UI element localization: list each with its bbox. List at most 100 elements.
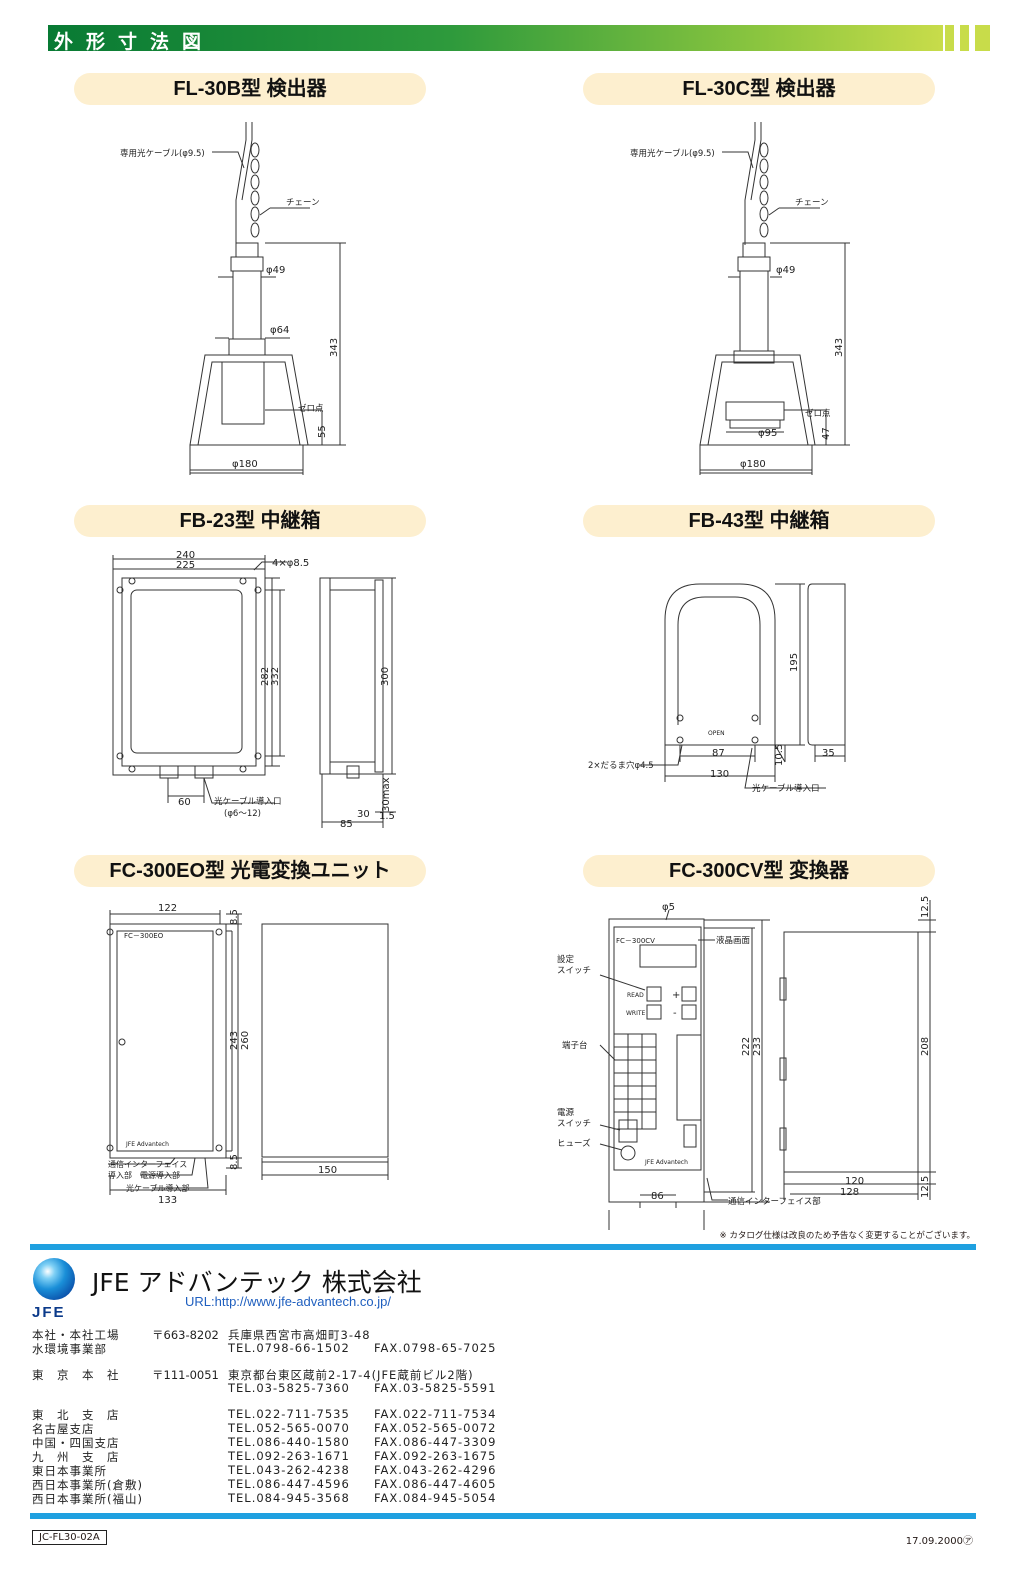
fl30b-zero-label: ゼロ点	[298, 403, 324, 414]
company-url[interactable]: URL:http://www.jfe-advantech.co.jp/	[185, 1294, 391, 1309]
office-fax: FAX.086-447-3309	[374, 1435, 497, 1449]
fc300cv-setting2-label: スイッチ	[557, 966, 591, 976]
fc300eo-optical-label: 光ケーブル導入部	[126, 1183, 190, 1193]
fc300cv-power2-label: スイッチ	[557, 1119, 591, 1129]
header-stripe	[945, 25, 954, 51]
fc300eo-w122: 122	[158, 903, 177, 914]
fb23-entry-label: 光ケーブル導入口	[214, 796, 282, 807]
fl30c-d49: φ49	[776, 265, 795, 276]
office-name: 東 北 支 店	[32, 1408, 120, 1422]
office-name: 西日本事業所(福山)	[32, 1492, 143, 1506]
office-zip: 〒663-8202	[152, 1328, 219, 1342]
office-tel: TEL.092-263-1671	[228, 1449, 350, 1463]
fl30c-h343: 343	[834, 338, 845, 357]
section-title-fl30b: FL-30B型 検出器	[74, 73, 426, 105]
fc300cv-comm-label: 通信インターフェイス部	[728, 1196, 821, 1207]
fb43-h195: 195	[789, 653, 800, 672]
fc300cv-w128: 128	[840, 1187, 859, 1198]
fc300cv-d125a: 12.5	[920, 896, 931, 918]
fl30b-d49: φ49	[266, 265, 285, 276]
office-fax: FAX.052-565-0072	[374, 1421, 497, 1435]
office-name: 東 京 本 社	[32, 1368, 120, 1382]
fb43-entry-label: 光ケーブル導入口	[752, 783, 820, 794]
office-tel: TEL.03-5825-7360	[228, 1381, 350, 1395]
fc300cv-read-label: READ	[627, 992, 644, 999]
fl30c-d95: φ95	[758, 428, 777, 439]
office-fax: FAX.043-262-4296	[374, 1463, 497, 1477]
issue-date: 17.09.2000㋐	[905, 1536, 973, 1547]
fc300cv-h208: 208	[920, 1037, 931, 1056]
fb43-d105: 10.5	[774, 744, 785, 766]
office-tel: TEL.084-945-3568	[228, 1491, 350, 1505]
fb43-w87: 87	[712, 748, 725, 759]
header-stripe	[975, 25, 990, 51]
divider-top	[30, 1244, 976, 1250]
section-title-fb23: FB-23型 中継箱	[74, 505, 426, 537]
fl30b-d180: φ180	[232, 459, 258, 470]
fc300eo-comm-label: 通信インターフェイス	[108, 1159, 187, 1169]
section-title-fb43: FB-43型 中継箱	[583, 505, 935, 537]
section-title-fc300eo: FC-300EO型 光電変換ユニット	[74, 855, 426, 887]
drawing-fc300eo	[106, 910, 389, 1195]
fc300cv-minus: -	[673, 1008, 677, 1019]
fb23-holes: 4×φ8.5	[272, 558, 309, 569]
company-name: JFE アドバンテック 株式会社	[92, 1268, 422, 1297]
fc300cv-lcd-label: 液晶画面	[716, 935, 751, 946]
office-fax: FAX.092-263-1675	[374, 1449, 497, 1463]
fl30b-chain-label: チェーン	[286, 198, 320, 208]
office-fax: FAX.0798-65-7025	[374, 1341, 497, 1355]
fb23-h332: 332	[270, 667, 281, 686]
fc300cv-d5: φ5	[662, 902, 675, 913]
fc300eo-model: FC－300EO	[124, 932, 164, 940]
fc300eo-w133: 133	[158, 1195, 177, 1206]
office-tel: TEL.043-262-4238	[228, 1463, 350, 1477]
office-name: 東日本事業所	[32, 1464, 107, 1478]
office-tel: TEL.086-447-4596	[228, 1477, 350, 1491]
spec-note: ※ カタログ仕様は改良のため予告なく変更することがございます。	[719, 1231, 975, 1241]
dimension-drawings: 専用光ケーブル(φ9.5) チェーン φ49 φ64 ゼロ点 φ180 343 …	[106, 122, 936, 1230]
fb23-w60: 60	[178, 797, 191, 808]
fl30c-chain-label: チェーン	[795, 198, 829, 208]
fc300eo-h260: 260	[240, 1031, 251, 1050]
section-title-fl30c: FL-30C型 検出器	[583, 73, 935, 105]
fl30b-d64: φ64	[270, 325, 289, 336]
fc300cv-w120: 120	[845, 1176, 864, 1187]
jfe-logo-icon	[33, 1258, 75, 1300]
fl30c-d180: φ180	[740, 459, 766, 470]
jfe-logo-text: JFE	[32, 1304, 66, 1321]
fb43-d35: 35	[822, 748, 835, 759]
fc300cv-d125b: 12.5	[920, 1176, 931, 1198]
office-zip: 〒111-0051	[152, 1368, 219, 1382]
header-stripe	[960, 25, 969, 51]
office-name: 九 州 支 店	[32, 1450, 120, 1464]
office-fax: FAX.084-945-5054	[374, 1491, 497, 1505]
section-title-fc300cv: FC-300CV型 変換器	[583, 855, 935, 887]
office-name: 中国・四国支店	[32, 1436, 120, 1450]
fc300cv-terminal-label: 端子台	[562, 1040, 588, 1051]
office-tel: TEL.0798-66-1502	[228, 1341, 350, 1355]
office-fax: FAX.03-5825-5591	[374, 1381, 497, 1395]
fb43-w130: 130	[710, 769, 729, 780]
fc300cv-power-label: 電源	[557, 1108, 575, 1118]
office-address: 東京都台東区蔵前2-17-4(JFE蔵前ビル2階)	[228, 1368, 474, 1382]
fb23-w225: 225	[176, 560, 195, 571]
fc300cv-write-label: WRITE	[626, 1010, 646, 1017]
fl30b-cable-label: 専用光ケーブル(φ9.5)	[120, 148, 205, 159]
fc300eo-brand: JFE Advantech	[125, 1141, 169, 1148]
fc300cv-w86: 86	[651, 1191, 664, 1202]
fl30c-h47: 47	[821, 427, 832, 440]
fc300cv-model: FC－300CV	[616, 937, 655, 945]
drawing-fl30c	[699, 122, 850, 475]
fb23-d30: 30	[357, 809, 370, 820]
fb23-entry-range: (φ6～12)	[224, 809, 261, 819]
fb23-d85: 85	[340, 819, 353, 830]
fc300eo-w150: 150	[318, 1165, 337, 1176]
office-fax: FAX.086-447-4605	[374, 1477, 497, 1491]
drawing-fb43	[640, 583, 846, 789]
office-tel: TEL.052-565-0070	[228, 1421, 350, 1435]
fc300cv-setting-label: 設定	[557, 954, 575, 965]
fb23-d15: 1.5	[379, 811, 395, 822]
fb43-slot-label: 2×だるま穴φ4.5	[588, 760, 654, 771]
office-tel: TEL.086-440-1580	[228, 1435, 350, 1449]
fc300cv-h222: 222	[741, 1037, 752, 1056]
